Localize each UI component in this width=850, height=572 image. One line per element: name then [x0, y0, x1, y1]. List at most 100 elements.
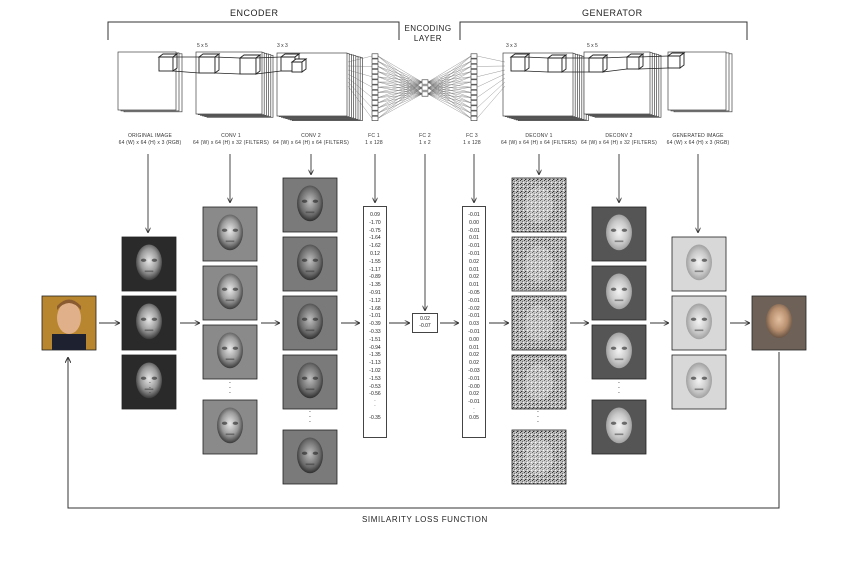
fc2-node: [422, 86, 428, 90]
layer-name: DECONV 2: [578, 133, 660, 140]
encoder-heading: ENCODER: [230, 8, 279, 18]
face-hint: [525, 305, 553, 341]
layer-name: CONV 1: [190, 133, 272, 140]
fc3-value: 0.02: [463, 391, 485, 399]
fc1-value: -0.94: [364, 345, 386, 353]
original-photo: [42, 296, 96, 350]
fc1-node: [372, 116, 378, 120]
encoding-layer-line1: ENCODING: [404, 24, 451, 33]
face-shape: [606, 333, 632, 369]
face-mouth: [145, 329, 154, 331]
kernel-side: [639, 54, 643, 69]
face-eye: [622, 347, 627, 350]
fc3-node: [471, 111, 477, 115]
face-mouth: [615, 358, 624, 360]
kernel-face: [627, 57, 639, 69]
layer-name: DECONV 1: [498, 133, 580, 140]
face-shape: [217, 333, 243, 369]
fc1-ellipsis: ··: [364, 399, 386, 415]
fc1-node: [372, 106, 378, 110]
fc2-node: [422, 80, 428, 84]
fully-connected-network: [348, 54, 505, 121]
face-eye: [233, 229, 238, 232]
fc1-value: -0.75: [364, 228, 386, 236]
fc3-value: 0.03: [463, 321, 485, 329]
fc1-value: -0.91: [364, 290, 386, 298]
fc1-value: -1.55: [364, 259, 386, 267]
fc1-node: [372, 95, 378, 99]
face-mouth: [226, 433, 235, 435]
layer-dims: 1 x 128: [452, 140, 492, 147]
conv2-filter: [283, 178, 337, 232]
face-shape: [606, 408, 632, 444]
fc1-value: -0.53: [364, 384, 386, 392]
face-eye: [222, 288, 227, 291]
fc-edge: [428, 61, 471, 82]
conv1-filter: [203, 400, 257, 454]
layer-dims: 64 (W) x 64 (H) x 3 (RGB): [658, 140, 738, 147]
fc1-value: 0.12: [364, 251, 386, 259]
fc-edge: [477, 82, 505, 108]
layer-name: FC 2: [405, 133, 445, 140]
fc1-node: [372, 111, 378, 115]
generator-heading: GENERATOR: [582, 8, 643, 18]
fc3-node: [471, 90, 477, 94]
fc1-value: -0.35: [364, 415, 386, 423]
conv2-filter: [283, 237, 337, 291]
layer-name: GENERATED IMAGE: [658, 133, 738, 140]
kernel-cube: [511, 54, 529, 71]
fc3-value: -0.03: [463, 368, 485, 376]
fc1-value: -1.35: [364, 282, 386, 290]
fc1-node: [372, 69, 378, 73]
fc3-value: -0.01: [463, 228, 485, 236]
fc3-value: 0.02: [463, 352, 485, 360]
face-shape: [686, 304, 712, 340]
conv1-filter: [203, 266, 257, 320]
face-eye: [222, 347, 227, 350]
generated-channel: [672, 237, 726, 291]
fc-edge: [428, 66, 471, 88]
fc-edge: [428, 61, 471, 88]
fc1-node: [372, 85, 378, 89]
face-hint: [525, 439, 553, 475]
fc1-value: -0.89: [364, 274, 386, 282]
fc1-node: [372, 59, 378, 63]
conv1-filter: [203, 207, 257, 261]
ellipsis-conv1: ···: [226, 380, 234, 395]
face-eye: [622, 229, 627, 232]
face-shape: [297, 438, 323, 474]
face-mouth: [615, 299, 624, 301]
fc1-value: -1.01: [364, 313, 386, 321]
fc-edge: [378, 94, 422, 98]
kernel-cube: [159, 54, 177, 71]
fc2-value: -0.07: [413, 323, 437, 330]
fc3-ellipsis: ··: [463, 407, 485, 415]
face-mouth: [695, 270, 704, 272]
layer-name: CONV 2: [270, 133, 352, 140]
encoder-bracket: [108, 22, 399, 40]
conv2-filter: [283, 296, 337, 350]
face-shape: [297, 245, 323, 281]
fc-edge: [428, 56, 471, 82]
fc3-node: [471, 75, 477, 79]
fc3-value: -0.05: [463, 290, 485, 298]
fc-edge: [477, 78, 505, 98]
fc-edge: [378, 61, 422, 82]
face-mouth: [306, 388, 315, 390]
fc3-value: 0.05: [463, 415, 485, 423]
face-eye: [302, 200, 307, 203]
layer-name: FC 3: [452, 133, 492, 140]
fc3-node: [471, 64, 477, 68]
fc1-node: [372, 90, 378, 94]
kernel-label-conv1: 5 x 5: [197, 43, 208, 49]
fc1-node: [372, 101, 378, 105]
fc1-value: -1.13: [364, 360, 386, 368]
face-shape: [606, 215, 632, 251]
